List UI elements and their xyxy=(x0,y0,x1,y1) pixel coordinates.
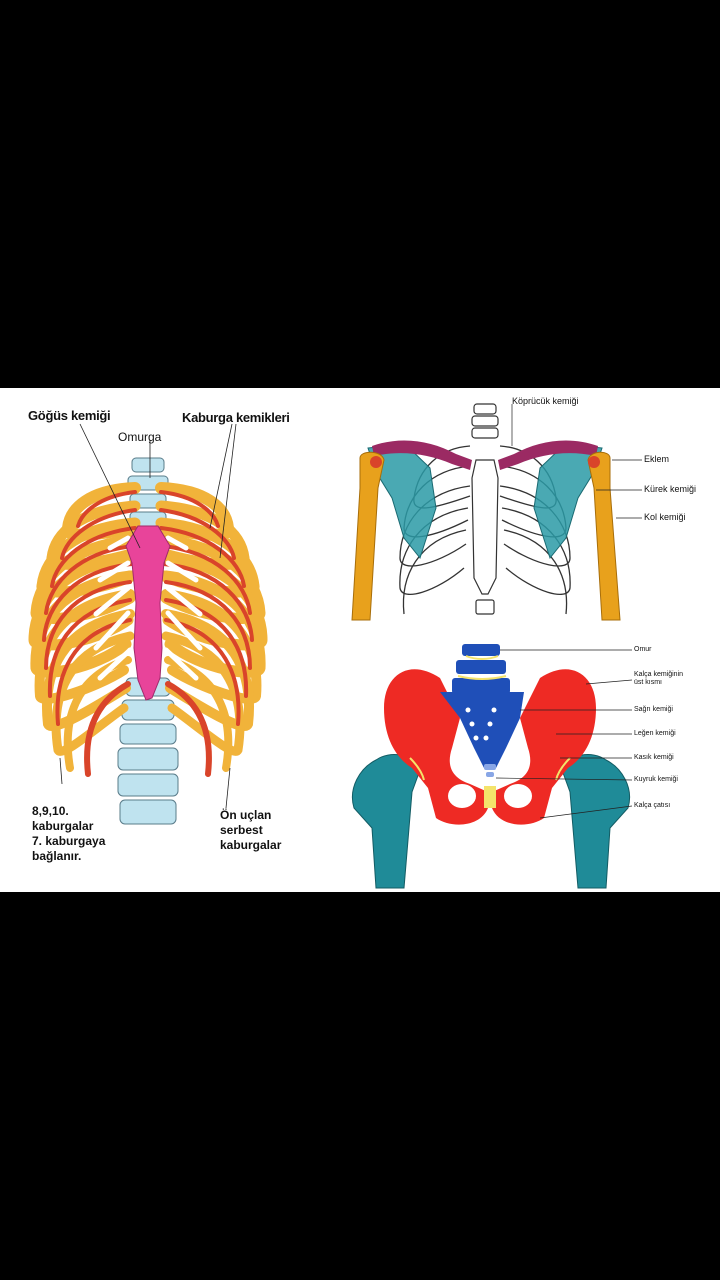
label-gogus-kemigi: Göğüs kemiği xyxy=(28,408,111,423)
label-legen: Leğen kemiği xyxy=(634,730,676,737)
sacrum xyxy=(440,644,524,768)
label-on-uclan-line1: Ön uçlan xyxy=(220,808,272,822)
ribs-right xyxy=(155,482,268,777)
obturator-left xyxy=(448,784,476,808)
ribcage-figure xyxy=(28,423,268,825)
label-kaburgalar-group: 8,9,10. kaburgalar 7. kaburgaya bağlanır… xyxy=(32,804,105,864)
label-on-uclan-line3: kaburgalar xyxy=(220,838,282,852)
anatomy-figures xyxy=(28,403,642,889)
label-kalca-ust-group: Kalça kemiğinin üst kısmı xyxy=(634,671,683,687)
label-kalca-catisi: Kalça çatısı xyxy=(634,802,671,809)
label-kaburgalar-line3: 7. kaburgaya xyxy=(32,834,106,848)
shoulder-sternum xyxy=(471,459,499,595)
joint-lines xyxy=(409,655,571,781)
label-kalca-ust-line2: üst kısmı xyxy=(634,679,663,686)
sacral-foramina xyxy=(465,707,497,741)
label-sagri: Sağrı kemiği xyxy=(634,706,673,713)
label-kuyruk: Kuyruk kemiği xyxy=(634,776,678,783)
label-kasik: Kasık kemiği xyxy=(634,754,674,761)
label-on-uclan-line2: serbest xyxy=(220,823,263,837)
coccyx xyxy=(484,764,496,777)
obturator-right xyxy=(504,784,532,808)
ribcage-leader-lines xyxy=(59,423,237,809)
label-on-uclan-group: Ön uçlan serbest kaburgalar xyxy=(220,808,281,853)
shoulder-spine xyxy=(471,403,499,615)
label-kalca-ust-line1: Kalça kemiğinin xyxy=(634,671,684,678)
shoulder-leader-lines xyxy=(511,404,642,519)
label-kaburga-kemikleri: Kaburga kemikleri xyxy=(182,410,290,425)
humerus-left xyxy=(351,451,385,621)
label-eklem: Eklem xyxy=(644,454,670,464)
label-koprucuk: Köprücük kemiği xyxy=(512,396,579,406)
joint-right xyxy=(588,456,600,468)
label-kaburgalar-line2: kaburgalar xyxy=(32,819,94,833)
label-kol: Kol kemiği xyxy=(644,512,686,522)
shoulder-figure xyxy=(351,403,642,621)
clavicle-left xyxy=(372,440,472,470)
clavicle-right xyxy=(498,440,598,470)
femur-right xyxy=(561,754,630,889)
pubic-symphysis xyxy=(484,786,496,808)
sternum xyxy=(125,525,171,701)
costal-cartilage xyxy=(93,535,203,681)
humerus-right xyxy=(587,451,621,621)
pelvis-leader-lines xyxy=(495,649,633,819)
label-kurek: Kürek kemiği xyxy=(644,484,697,494)
label-kaburgalar-line4: bağlanır. xyxy=(32,849,82,863)
joint-left xyxy=(370,456,382,468)
ribs-left-inner xyxy=(42,490,137,726)
diagram-panel: Göğüs kemiği Omurga Kaburga kemikleri 8,… xyxy=(0,388,720,892)
label-omur: Omur xyxy=(634,646,652,653)
femur-left xyxy=(352,754,421,889)
label-omurga: Omurga xyxy=(118,430,162,444)
pelvis-figure xyxy=(352,644,633,889)
label-kaburgalar-line1: 8,9,10. xyxy=(32,804,69,818)
